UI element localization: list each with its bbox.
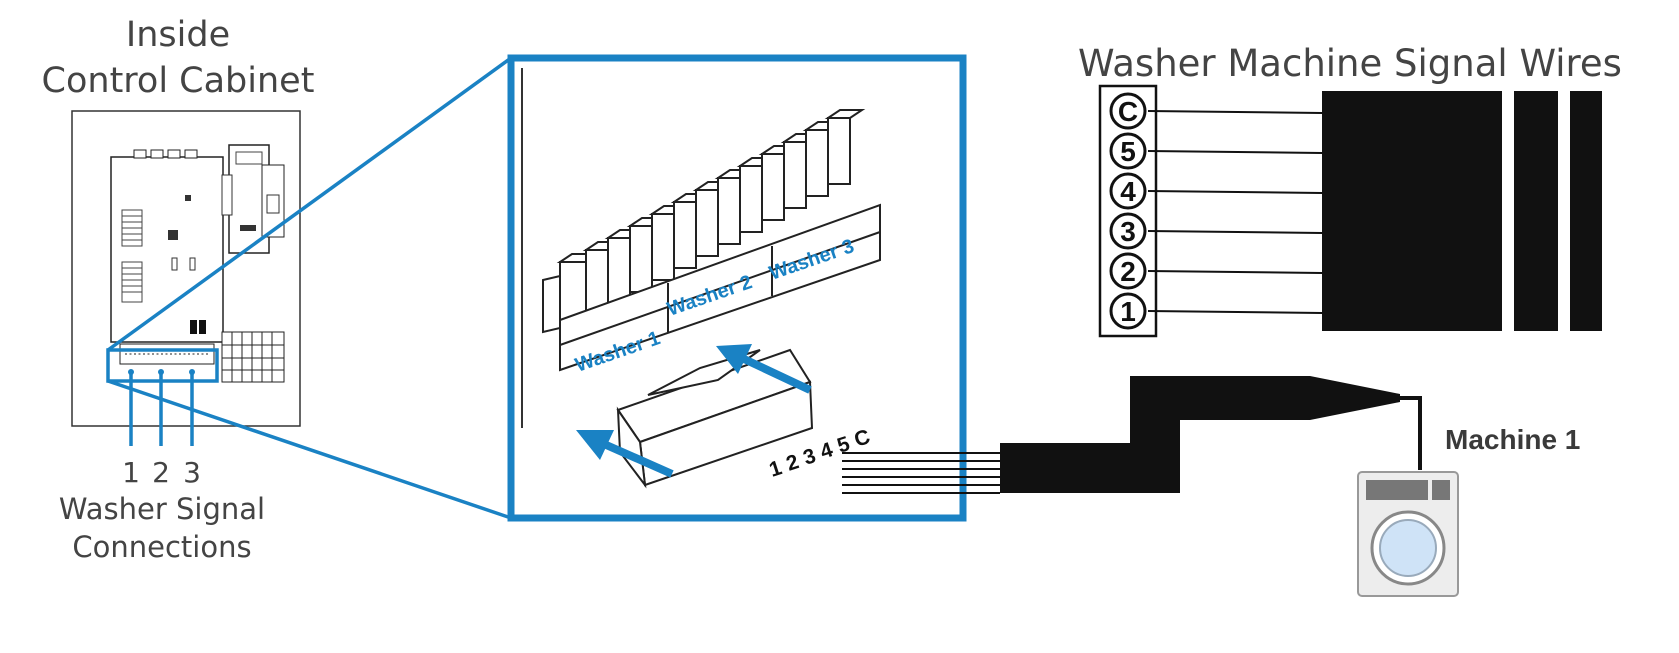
- control-cabinet-section: Inside Control Cabinet: [42, 15, 315, 564]
- connection-number-2: 2: [152, 456, 170, 489]
- zoomed-connector-view: Washer 1 Washer 2 Washer 3 1 2 3 4 5 C: [507, 54, 967, 522]
- wire-pin-c: C: [1118, 96, 1138, 127]
- signal-wires-section: Washer Machine Signal Wires C 5 4 3 2 1: [1078, 42, 1622, 338]
- zoom-lines: [106, 56, 513, 520]
- washer-terminal-block: [559, 203, 881, 372]
- cable-jacket-band-2: [1570, 91, 1602, 331]
- signal-wires-title: Washer Machine Signal Wires: [1078, 42, 1622, 85]
- relay-row: [542, 109, 866, 334]
- connections-label-line1: Washer Signal: [59, 492, 265, 526]
- terminal-blocks: [221, 331, 285, 383]
- main-circuit-board: [110, 149, 224, 343]
- pin-circles: [1109, 92, 1147, 330]
- cabinet-title-line1: Inside: [126, 15, 230, 55]
- wire-pin-2: 2: [1120, 256, 1136, 287]
- cable-jacket-main: [1322, 91, 1502, 331]
- connection-number-1: 1: [122, 456, 140, 489]
- arrow-icon: [576, 430, 674, 478]
- plug-pin-c: C: [851, 425, 873, 452]
- signal-cable: [842, 376, 1422, 494]
- connections-label-line2: Connections: [72, 530, 251, 564]
- machine-label: Machine 1: [1445, 424, 1580, 455]
- wire-pin-1: 1: [1120, 296, 1136, 327]
- cabinet-title-line2: Control Cabinet: [42, 61, 315, 101]
- wire-pin-4: 4: [1120, 176, 1136, 207]
- wire-pin-5: 5: [1120, 136, 1136, 167]
- arrow-icon: [716, 344, 812, 394]
- side-terminal: [261, 164, 285, 238]
- connection-number-3: 3: [183, 456, 201, 489]
- cable-jacket-band-1: [1514, 91, 1558, 331]
- wire-pin-3: 3: [1120, 216, 1136, 247]
- washing-machine-icon: [1357, 471, 1459, 597]
